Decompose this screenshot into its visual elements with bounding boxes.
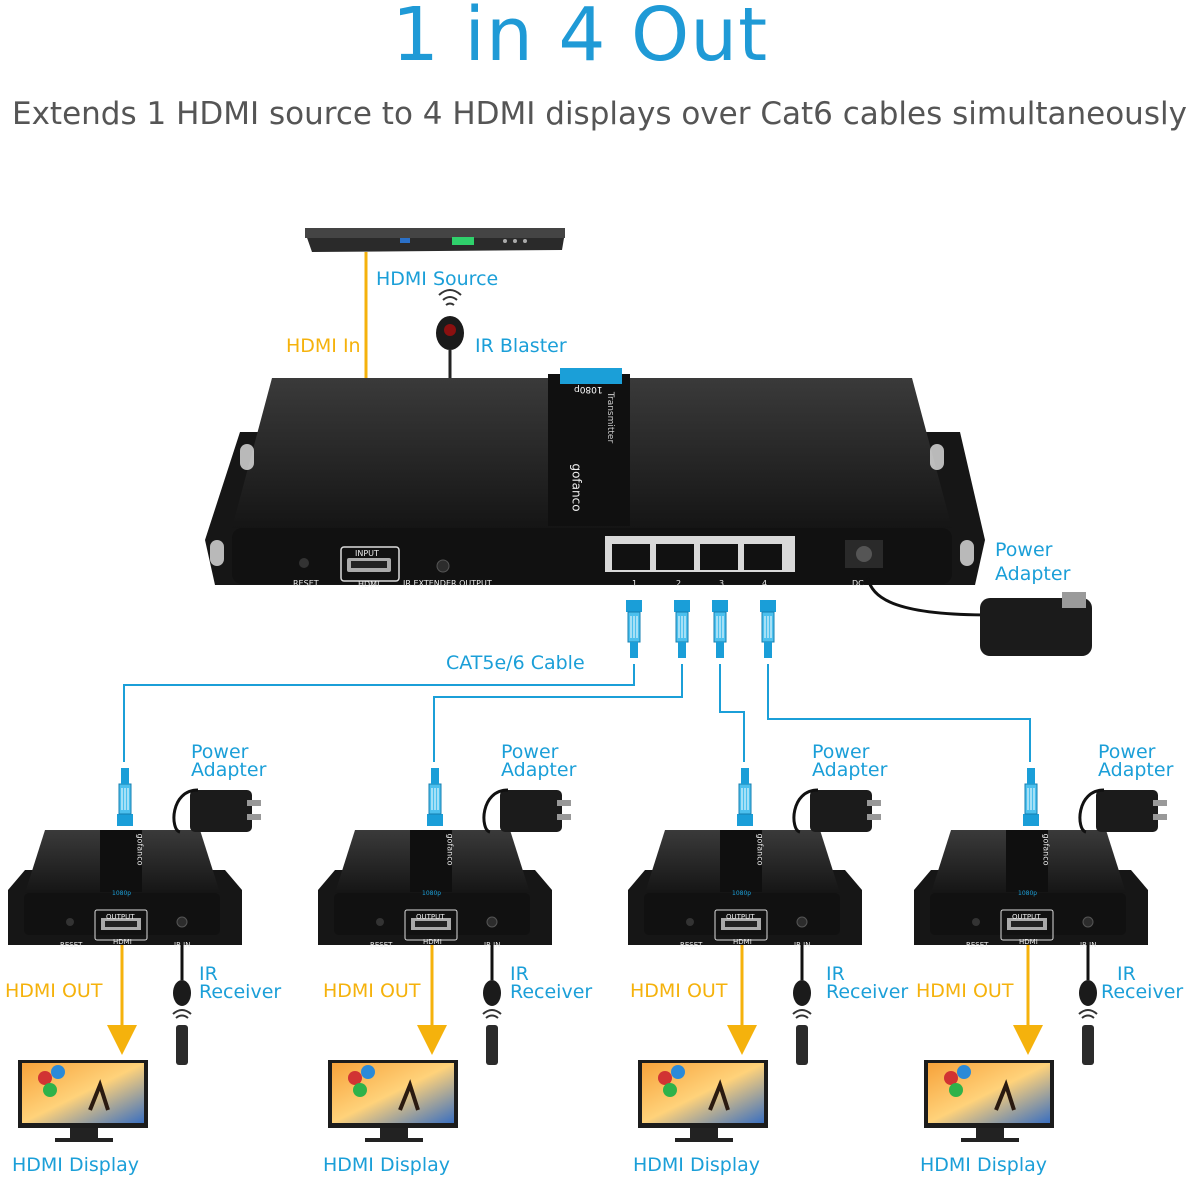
rx2-reset: RESET <box>370 941 393 949</box>
transmitter-model-text: Transmitter <box>605 391 616 444</box>
transmitter-input-label: INPUT <box>355 549 379 558</box>
dc-label: DC <box>852 579 864 588</box>
rx4-irin: IR IN <box>1080 941 1097 949</box>
rx1-ir-label-1: IR <box>199 963 218 985</box>
rx2-ir-label-2: Receiver <box>510 981 593 1003</box>
rx4-output: OUTPUT <box>1012 913 1041 921</box>
rx4-reset: RESET <box>966 941 989 949</box>
page-title: 1 in 4 Out <box>391 0 769 78</box>
rx1-brand: gofanco <box>135 833 145 866</box>
rx2-ir-label-1: IR <box>510 963 529 985</box>
transmitter-reset-label: RESET <box>293 579 319 588</box>
rx1-badge: 1080p <box>112 890 132 897</box>
rx4-ir-label-2: Receiver <box>1101 981 1184 1003</box>
transmitter-badge: 1080p <box>574 384 603 394</box>
rx1-display-label: HDMI Display <box>12 1154 139 1176</box>
port-4-label: 4 <box>762 579 768 588</box>
transmitter-brand: gofanco <box>569 463 584 512</box>
ir-blaster <box>436 289 464 378</box>
transmitter-power-adapter <box>866 577 1092 656</box>
rx3-hdmi: HDMI <box>733 938 752 946</box>
rx2-irin: IR IN <box>484 941 501 949</box>
rx4-brand: gofanco <box>1041 833 1051 866</box>
page-subtitle: Extends 1 HDMI source to 4 HDMI displays… <box>12 96 1187 132</box>
hdmi-source-label: HDMI Source <box>376 268 499 290</box>
rx1-power-label-1: Power <box>191 741 249 763</box>
rx3-badge: 1080p <box>732 890 752 897</box>
rx3-power-label-2: Adapter <box>812 759 888 781</box>
transmitter-power-label-1: Power <box>995 539 1053 561</box>
rx3-brand: gofanco <box>755 833 765 866</box>
cable-label: CAT5e/6 Cable <box>446 652 585 674</box>
rx1-reset: RESET <box>60 941 83 949</box>
rx2-display-label: HDMI Display <box>323 1154 450 1176</box>
rx4-badge: 1080p <box>1018 890 1038 897</box>
rx4-display-label: HDMI Display <box>920 1154 1047 1176</box>
rx4-power-label-1: Power <box>1098 741 1156 763</box>
rx3-irin: IR IN <box>794 941 811 949</box>
transmitter-hdmi-label: HDMI <box>358 580 380 589</box>
ir-extender-output-label: IR EXTENDER OUTPUT <box>403 579 492 588</box>
port-1-label: 1 <box>632 579 638 588</box>
rx2-power-label-1: Power <box>501 741 559 763</box>
rx2-power-label-2: Adapter <box>501 759 577 781</box>
rx1-power-label-2: Adapter <box>191 759 267 781</box>
bluray-player <box>305 228 565 252</box>
rx3-display-label: HDMI Display <box>633 1154 760 1176</box>
port-3-label: 3 <box>719 579 725 588</box>
rx3-reset: RESET <box>680 941 703 949</box>
rx1-output: OUTPUT <box>106 913 135 921</box>
rx2-hdmi: HDMI <box>423 938 442 946</box>
ir-blaster-label: IR Blaster <box>475 335 567 357</box>
rx4-ir-label-1: IR <box>1117 963 1136 985</box>
rx1-irin: IR IN <box>174 941 191 949</box>
rx4-hdmi-out-label: HDMI OUT <box>916 980 1014 1002</box>
rx2-output: OUTPUT <box>416 913 445 921</box>
rx3-ir-label-1: IR <box>826 963 845 985</box>
rx3-output: OUTPUT <box>726 913 755 921</box>
hdmi-in-label: HDMI In <box>286 335 361 357</box>
transmitter-power-label-2: Adapter <box>995 563 1071 585</box>
cat-cables <box>123 664 1031 762</box>
rx4-hdmi: HDMI <box>1019 938 1038 946</box>
rx2-brand: gofanco <box>445 833 455 866</box>
rx2-hdmi-out-label: HDMI OUT <box>323 980 421 1002</box>
transmitter-device <box>205 368 985 585</box>
rx3-hdmi-out-label: HDMI OUT <box>630 980 728 1002</box>
rx1-hdmi-out-label: HDMI OUT <box>5 980 103 1002</box>
rx3-power-label-1: Power <box>812 741 870 763</box>
rx3-ir-label-2: Receiver <box>826 981 909 1003</box>
rx1-hdmi: HDMI <box>113 938 132 946</box>
port-2-label: 2 <box>676 579 682 588</box>
rx1-ir-label-2: Receiver <box>199 981 282 1003</box>
rx2-badge: 1080p <box>422 890 442 897</box>
rx4-power-label-2: Adapter <box>1098 759 1174 781</box>
